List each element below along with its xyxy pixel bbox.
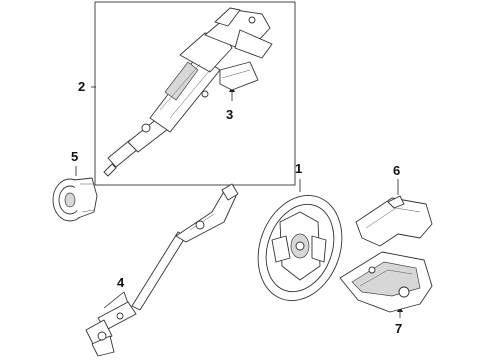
callout-2: 2 bbox=[78, 79, 86, 94]
callout-4: 4 bbox=[117, 275, 125, 290]
steering-column-assembly bbox=[103, 7, 273, 177]
column-ring-part bbox=[52, 177, 98, 222]
intermediate-shaft bbox=[85, 183, 239, 357]
callout-1: 1 bbox=[295, 161, 303, 176]
lower-trim-cover bbox=[339, 251, 433, 313]
callout-5: 5 bbox=[71, 149, 79, 164]
callout-6: 6 bbox=[393, 163, 401, 178]
callout-7: 7 bbox=[395, 321, 403, 336]
upper-trim-cover bbox=[355, 195, 433, 247]
callout-3: 3 bbox=[226, 107, 234, 122]
column-assembly-frame bbox=[94, 1, 296, 186]
steering-wheel bbox=[257, 194, 343, 302]
